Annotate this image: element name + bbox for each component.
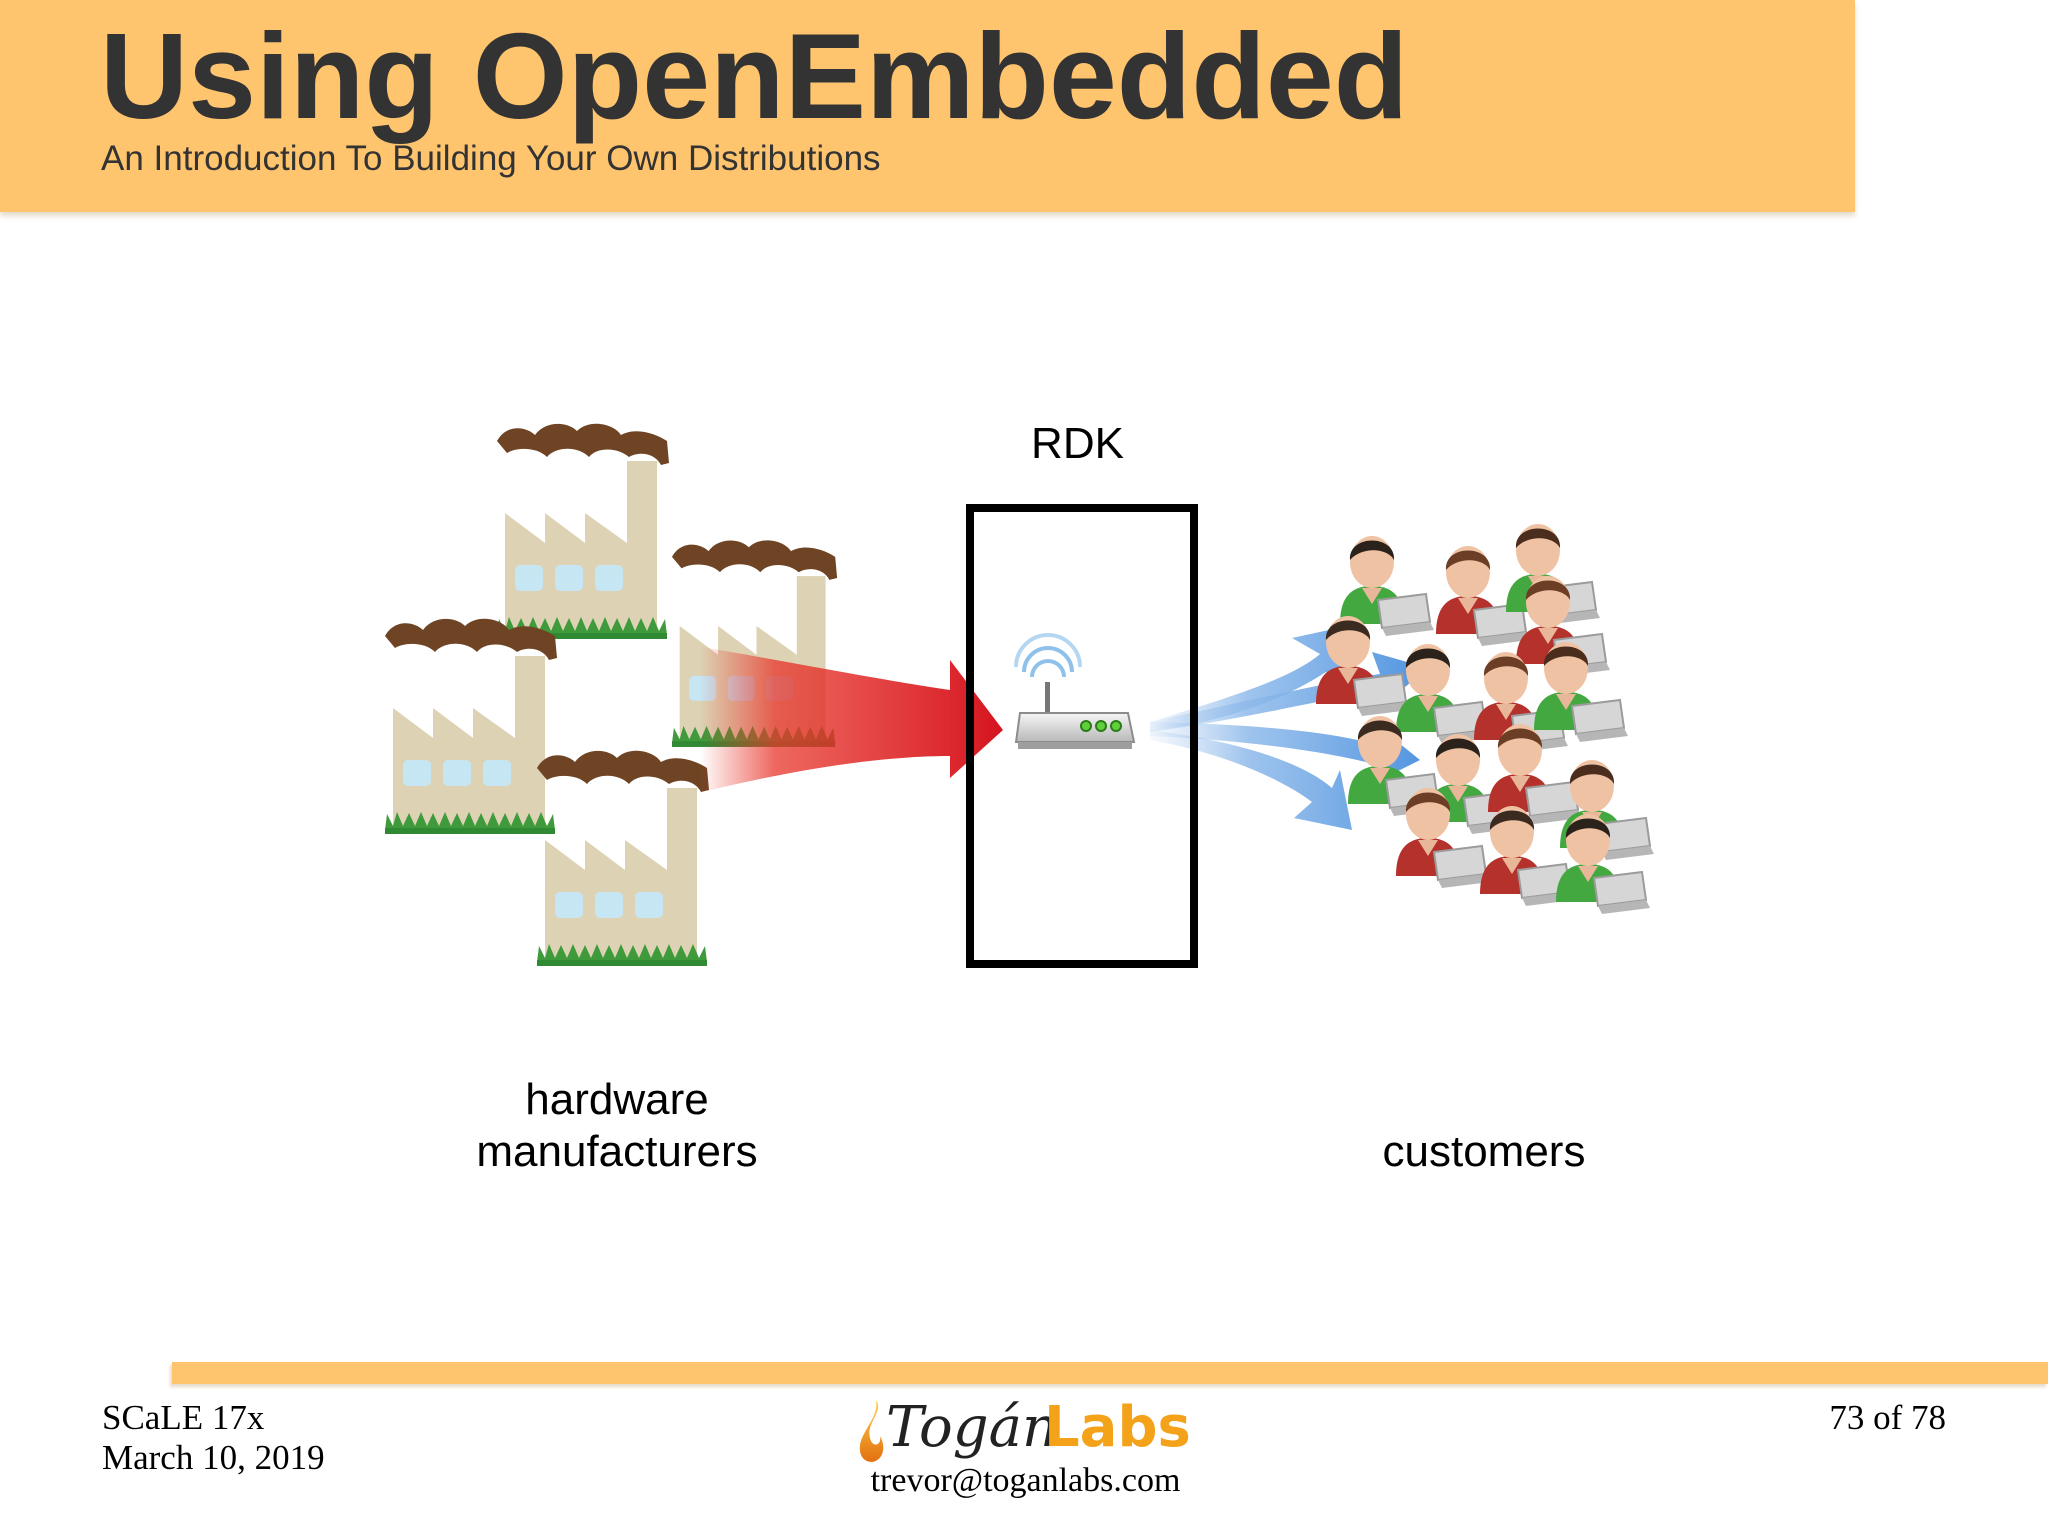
hardware-label-line1: hardware [525,1075,709,1124]
footer-event-info: SCaLE 17x March 10, 2019 [102,1398,325,1478]
event-date: March 10, 2019 [102,1438,325,1477]
factory-icon [497,423,669,639]
slide-subtitle: An Introduction To Building Your Own Dis… [101,139,881,178]
rdk-box [966,504,1198,968]
factory-icon [537,750,709,966]
rdk-label: RDK [1031,419,1124,468]
togan-labs-logo: Togán Labs [858,1394,1198,1466]
header-bar: Using OpenEmbedded An Introduction To Bu… [0,0,1855,212]
router-icon [1014,633,1136,749]
customer-icon [1315,523,1655,915]
footer-bar [172,1362,2048,1384]
logo-text-labs: Labs [1044,1395,1191,1460]
factory-icon [385,618,557,834]
contact-email: trevor@toganlabs.com [870,1462,1181,1499]
flame-icon [859,1400,884,1462]
hardware-label-line2: manufacturers [476,1127,758,1176]
red-arrow [690,645,1003,795]
hardware-manufacturers-label: hardware manufacturers [417,1074,817,1178]
event-name: SCaLE 17x [102,1398,265,1437]
logo-text-togan: Togán [886,1395,1059,1460]
slide-title: Using OpenEmbedded [100,8,1409,144]
customers-label: customers [1382,1127,1586,1176]
page-number: 73 of 78 [1829,1398,1946,1437]
